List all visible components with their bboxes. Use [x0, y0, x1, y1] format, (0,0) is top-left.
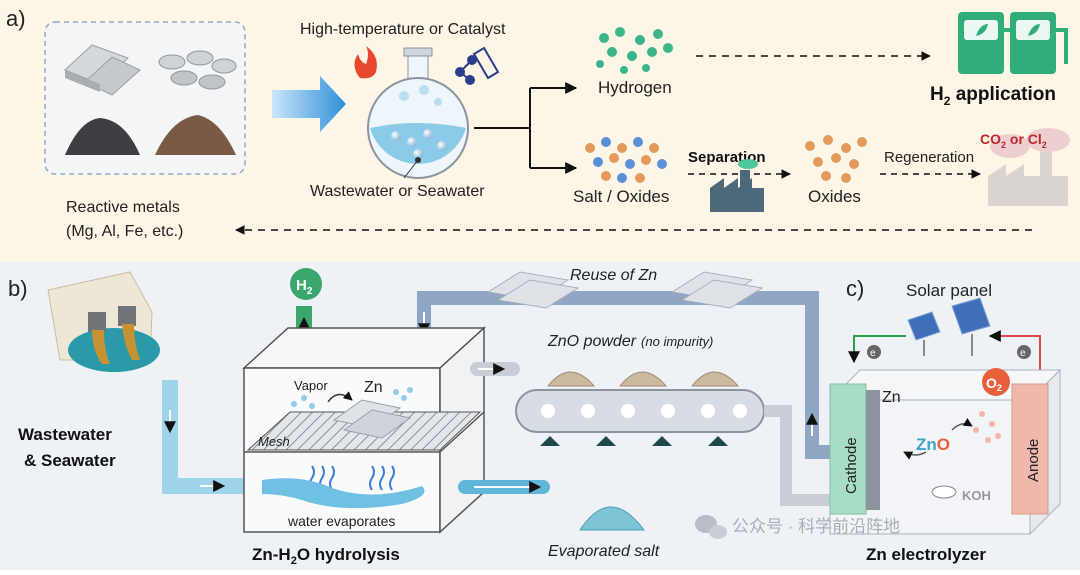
- anode-electrode: [1011, 383, 1049, 515]
- vapor-curve-arrow: [327, 391, 353, 403]
- flask-pointer-dot: [415, 157, 421, 163]
- zn-block-icon: [332, 399, 412, 439]
- positive-wire: [988, 330, 1041, 384]
- koh-label: KOH: [962, 488, 991, 503]
- o2-badge-label: O2: [986, 375, 1002, 393]
- electron-right-label: e: [1020, 348, 1026, 359]
- flask-pointer: [403, 159, 419, 179]
- electron-badge-right: [1017, 345, 1031, 359]
- evaporated-salt-pile-icon: [579, 506, 645, 531]
- oxide-particles-icon: [805, 135, 867, 183]
- wechat-icon: [695, 515, 727, 539]
- h2-application-label: H2 application: [930, 84, 1056, 108]
- electron-left-label: e: [870, 348, 876, 359]
- factory-icon: [710, 159, 764, 212]
- h2-badge-label: H2: [296, 277, 313, 297]
- panel-b-label: b): [8, 276, 28, 301]
- hydrogen-molecules-icon: [596, 27, 673, 74]
- zno-reaction-arrow-2: [903, 451, 927, 460]
- catalyst-label: High-temperature or Catalyst: [300, 21, 506, 38]
- vapor-label: Vapor: [294, 378, 328, 393]
- vapor-bubbles-icon: [291, 387, 413, 409]
- zno-powder-label: ZnO powder(no impurity): [547, 333, 713, 350]
- fuel-pump-icon: [958, 12, 1068, 74]
- zno-reaction-arrows: [951, 417, 973, 431]
- salt-oxides-particles-icon: [585, 137, 667, 183]
- h2-badge: [290, 268, 322, 300]
- metals-label-1: Reactive metals: [66, 199, 180, 216]
- reuse-zn-label: Reuse of Zn: [570, 267, 657, 284]
- al-ingots-icon: [64, 44, 141, 96]
- zno-powder-piles-icon: [546, 371, 740, 387]
- brown-powder-icon: [155, 115, 236, 155]
- zno-label: ZnO: [916, 435, 950, 454]
- emission-label: CO2 or Cl2: [980, 131, 1047, 150]
- oxides-label: Oxides: [808, 187, 861, 206]
- conveyor-belt: [515, 389, 765, 446]
- electrolyzer-title: Zn electrolyzer: [866, 545, 986, 564]
- fe-powder-icon: [65, 118, 140, 155]
- mesh-label: Mesh: [258, 434, 290, 449]
- cathode-label: Cathode: [843, 437, 860, 494]
- wastewater-label-1: Wastewater: [18, 425, 112, 444]
- evaporates-label: water evaporates: [287, 513, 395, 529]
- wastewater-outlet-icon: [47, 271, 160, 372]
- fork-connector: [474, 88, 531, 168]
- negative-wire: [848, 335, 906, 364]
- o2-badge: [982, 368, 1010, 396]
- solar-panel-icon: [907, 297, 991, 356]
- koh-stirrer-icon: [931, 485, 957, 499]
- panel-c-label: c): [846, 276, 864, 301]
- o2-bubbles-icon: [973, 411, 1001, 443]
- zn-deposit: [866, 390, 880, 510]
- evaporated-salt-label: Evaporated salt: [548, 543, 660, 560]
- water-inflow-blob: [262, 478, 425, 509]
- salt-oxides-label: Salt / Oxides: [573, 187, 669, 206]
- emission-factory-icon: [988, 128, 1070, 206]
- flask-label: Wastewater or Seawater: [310, 183, 485, 200]
- catalyst-icon: [455, 46, 500, 85]
- watermark: 公众号 · 科学前沿阵地: [732, 517, 900, 536]
- wastewater-label-2: & Seawater: [24, 451, 116, 470]
- electron-badge-left: [867, 345, 881, 359]
- zn-plates-icon: [486, 271, 764, 309]
- solar-panel-label: Solar panel: [906, 281, 992, 300]
- conveyor-to-electrolyzer-pipe: [764, 405, 832, 506]
- regeneration-label: Regeneration: [884, 149, 974, 166]
- mg-pellets-icon: [158, 50, 237, 90]
- zn-cathode-label: Zn: [882, 389, 901, 406]
- hydrogen-label: Hydrogen: [598, 78, 672, 97]
- hydrolysis-title: Zn-H2O hydrolysis: [252, 545, 400, 567]
- zn-reactor-label: Zn: [364, 379, 383, 396]
- input-arrow: [272, 76, 346, 132]
- metals-label-2: (Mg, Al, Fe, etc.): [66, 223, 183, 240]
- flame-icon: [354, 46, 377, 79]
- reaction-flask-icon: [367, 47, 469, 179]
- anode-label: Anode: [1025, 439, 1042, 482]
- panel-a-label: a): [6, 6, 26, 31]
